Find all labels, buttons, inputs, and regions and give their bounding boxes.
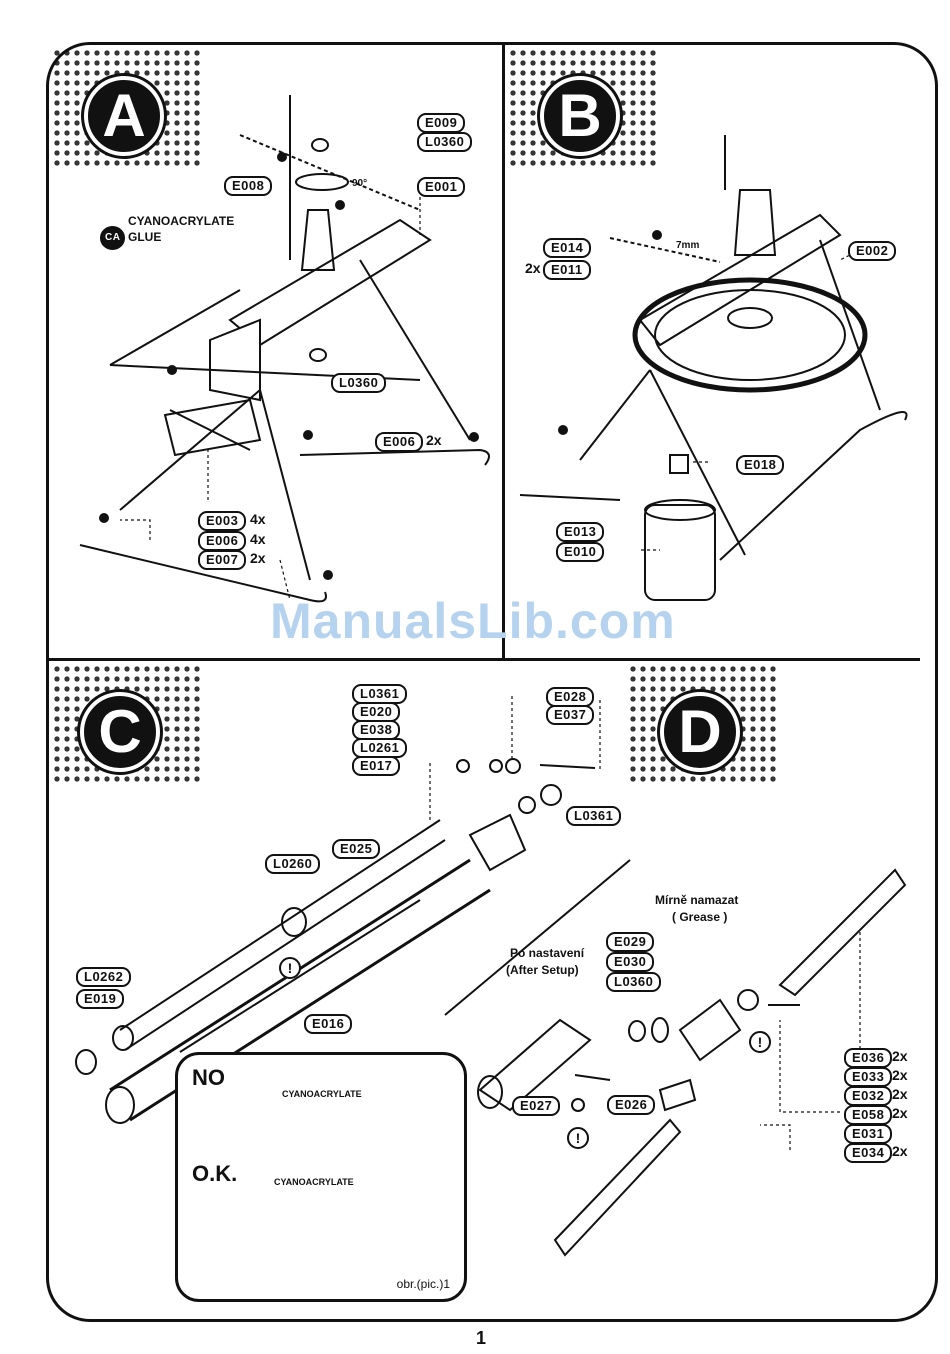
part-label-e034: E034 xyxy=(844,1143,893,1163)
inset-bottle-label-ok: CYANOACRYLATE xyxy=(274,1177,354,1187)
svg-text:!: ! xyxy=(288,960,293,976)
part-label-e001: E001 xyxy=(417,177,466,197)
part-label-l0360-d: L0360 xyxy=(606,972,662,992)
part-label-e058: E058 xyxy=(844,1105,893,1125)
part-label-e010: E010 xyxy=(556,542,605,562)
dim-7mm-text: 7mm xyxy=(676,240,700,251)
qty-e006-b: 4x xyxy=(250,531,266,547)
skid-left-b xyxy=(519,494,621,501)
part-label-e019: E019 xyxy=(76,989,125,1009)
qty-e032: 2x xyxy=(892,1086,908,1102)
inset-bottle-label-no: CYANOACRYLATE xyxy=(282,1089,362,1099)
part-label-l0261: L0261 xyxy=(352,738,408,758)
qty-e033: 2x xyxy=(892,1067,908,1083)
qty-e034: 2x xyxy=(892,1143,908,1159)
qty-e036: 2x xyxy=(892,1048,908,1064)
part-label-e017: E017 xyxy=(352,756,401,776)
vertical-divider-top xyxy=(502,44,505,659)
part-label-e026: E026 xyxy=(607,1095,656,1115)
qty-e003: 4x xyxy=(250,511,266,527)
setup-note-line1: Po nastavení xyxy=(510,946,585,960)
rotor-head-d xyxy=(678,998,742,1062)
part-label-l0361-b: L0361 xyxy=(566,806,622,826)
grease-note-line1: Mírně namazat xyxy=(655,893,739,907)
qty-e006-a: 2x xyxy=(426,432,442,448)
motor-b xyxy=(644,504,716,601)
angle-90-text: 90° xyxy=(352,178,368,189)
part-label-e003: E003 xyxy=(198,511,247,531)
section-badge-b: B xyxy=(540,76,620,156)
part-label-e008: E008 xyxy=(224,176,273,196)
qty-e011: 2x xyxy=(525,260,541,276)
grease-note-line2: ( Grease ) xyxy=(672,910,728,924)
part-label-e037: E037 xyxy=(546,705,595,725)
frame-top-beam-b xyxy=(638,213,842,347)
tail-shaft-c xyxy=(119,819,441,1031)
part-label-l0360-b: L0360 xyxy=(331,373,387,393)
section-badge-d: D xyxy=(660,692,740,772)
part-label-l0262: L0262 xyxy=(76,967,132,987)
skid-right-b xyxy=(719,411,908,561)
part-label-e031: E031 xyxy=(844,1124,893,1144)
part-label-e025: E025 xyxy=(332,839,381,859)
svg-text:!: ! xyxy=(758,1034,763,1050)
part-label-l0361-a: L0361 xyxy=(352,684,408,704)
part-label-e014: E014 xyxy=(543,238,592,258)
main-shaft-housing-d xyxy=(478,1018,592,1112)
part-label-e006-b: E006 xyxy=(198,531,247,551)
part-label-e007: E007 xyxy=(198,550,247,570)
horizontal-divider xyxy=(48,658,920,661)
part-label-l0360-a: L0360 xyxy=(417,132,473,152)
part-label-e011: E011 xyxy=(543,260,591,280)
glue-legend-line2: GLUE xyxy=(128,230,162,244)
tail-gearbox-c xyxy=(468,813,527,872)
part-label-e032: E032 xyxy=(844,1086,893,1106)
watermark-text: ManualsLib.com xyxy=(270,593,676,649)
mast-a xyxy=(300,209,336,271)
part-label-e009: E009 xyxy=(417,113,466,133)
inset-ok-label: O.K. xyxy=(192,1161,238,1186)
qty-e007: 2x xyxy=(250,550,266,566)
skid-left-a xyxy=(79,544,327,603)
inset-no-label: NO xyxy=(192,1065,225,1090)
part-label-e020: E020 xyxy=(352,702,401,722)
section-badge-a: A xyxy=(84,76,164,156)
qty-e058: 2x xyxy=(892,1105,908,1121)
rotor-blade-lower-d xyxy=(553,1118,682,1257)
part-label-e038: E038 xyxy=(352,720,401,740)
main-gear-b xyxy=(632,277,868,393)
inset-figure-caption: obr.(pic.)1 xyxy=(396,1277,450,1291)
page-number: 1 xyxy=(476,1328,487,1348)
part-label-e006-a: E006 xyxy=(375,432,424,452)
part-label-e033: E033 xyxy=(844,1067,893,1087)
ca-badge-icon: CA xyxy=(100,226,126,250)
mast-b xyxy=(733,189,777,256)
part-label-e029: E029 xyxy=(606,932,655,952)
part-label-e018: E018 xyxy=(736,455,785,475)
section-badge-c: C xyxy=(80,692,160,772)
glue-legend-line1: CYANOACRYLATE xyxy=(128,214,235,228)
frame-tower-a xyxy=(209,318,261,402)
part-label-l0260: L0260 xyxy=(265,854,321,874)
page-frame xyxy=(46,42,938,1322)
part-label-e013: E013 xyxy=(556,522,605,542)
part-label-e002: E002 xyxy=(848,241,897,261)
glue-inset-box: NO CYANOACRYLATE O.K. CYANOACRYLATE obr.… xyxy=(175,1052,467,1302)
part-label-e027: E027 xyxy=(512,1096,561,1116)
part-label-e036: E036 xyxy=(844,1048,893,1068)
part-label-e016: E016 xyxy=(304,1014,353,1034)
skid-right-a xyxy=(299,448,490,466)
setup-note-line2: (After Setup) xyxy=(506,963,579,977)
part-label-e028: E028 xyxy=(546,687,595,707)
part-label-e030: E030 xyxy=(606,952,655,972)
svg-text:!: ! xyxy=(576,1130,581,1146)
rotor-blade-upper-d xyxy=(778,868,907,997)
